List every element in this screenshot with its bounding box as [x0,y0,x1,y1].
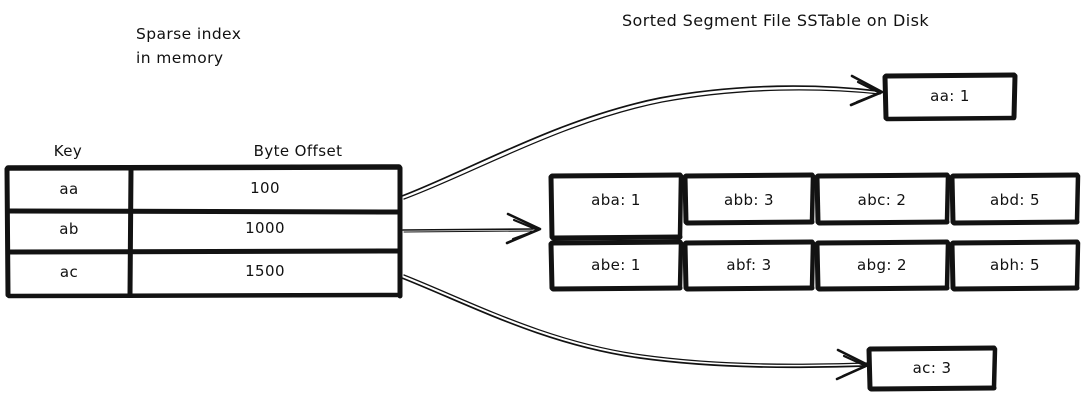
sparse-index-caption-line2: in memory [136,49,224,67]
sstable-cell: abg: 2 [856,256,908,274]
index-table-header-key: Key [53,142,83,160]
sstable-cell: aba: 1 [591,191,641,209]
arrow-aa-to-top-block [401,74,884,200]
index-table-row-offset: 1000 [245,219,285,237]
arrow-ab-to-middle-block [402,212,542,245]
sstable-top-block-shape [882,72,1018,122]
sstable-cell: abd: 5 [989,191,1041,209]
sstable-cell: abb: 3 [723,191,775,209]
index-table-row-offset: 100 [250,179,280,197]
index-table-row-offset: 1500 [245,262,285,280]
index-table-row-key: aa [59,180,79,198]
sstable-cell: abe: 1 [591,256,641,274]
index-table-shape [4,164,403,299]
sstable-middle-block-shape [548,172,1081,292]
sstable-bottom-block-shape [866,345,998,392]
index-table-row-key: ac [59,263,79,281]
sstable-bottom-block-entry: ac: 3 [912,359,952,377]
sstable-top-block-entry: aa: 1 [930,87,970,105]
sstable-cell: abh: 5 [990,256,1040,274]
sstable-title: Sorted Segment File SSTable on Disk [622,11,929,30]
sstable-cell: abf: 3 [726,256,772,274]
index-table-header-byte-offset: Byte Offset [253,142,343,160]
sstable-cell: abc: 2 [857,191,907,209]
index-table-row-key: ab [59,220,79,238]
sparse-index-caption-line1: Sparse index [136,25,242,43]
